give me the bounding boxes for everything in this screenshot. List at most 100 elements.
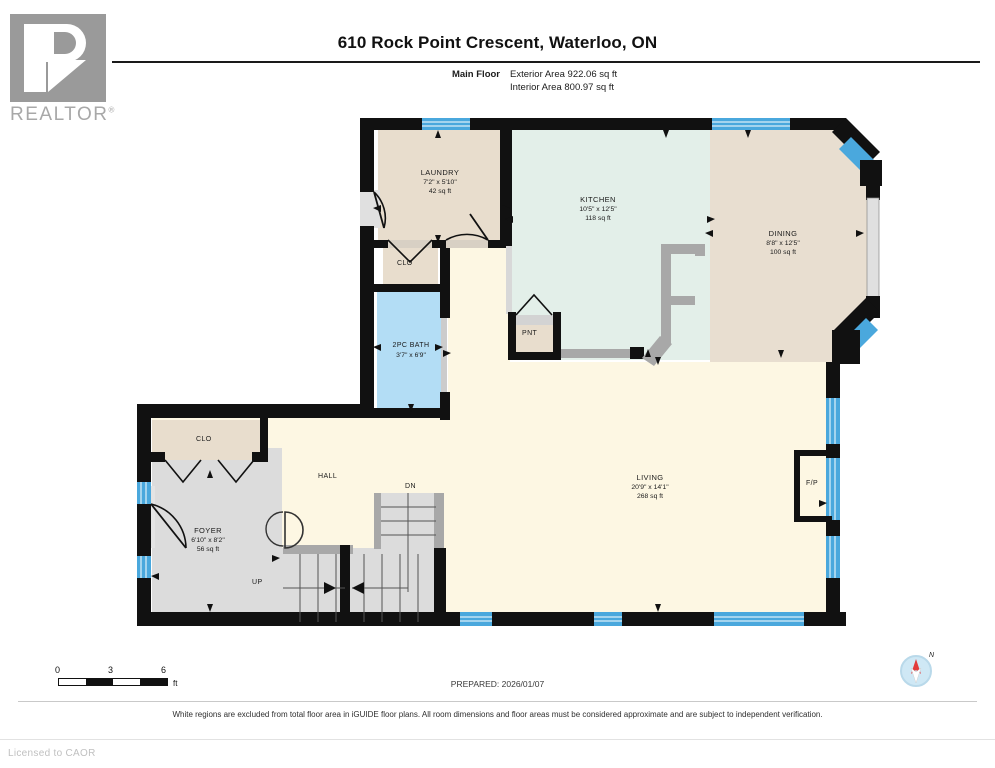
wall-bottom-2 — [492, 612, 594, 626]
room-fill-closet-upper — [383, 248, 438, 288]
scale-tick-6: 6 — [161, 665, 167, 675]
wall-stair-dn-left — [374, 493, 381, 549]
compass-north-label: N — [929, 652, 935, 659]
label-stair-down: DN — [405, 483, 416, 490]
scale-bar — [58, 678, 168, 686]
window-left-1 — [137, 482, 151, 504]
scale-unit-label: ft — [173, 679, 178, 688]
stair-rail-curve-up — [284, 511, 304, 549]
interior-area-value: Interior Area 800.97 sq ft — [510, 82, 615, 93]
door-swing-laundry-east — [445, 233, 489, 241]
door-swing-closet-upper — [387, 239, 433, 264]
scale-tick-0: 0 — [55, 665, 61, 675]
page-title: 610 Rock Point Crescent, Waterloo, ON — [337, 33, 658, 52]
wall-right-upper — [826, 362, 840, 398]
arrow-foyer-n — [207, 470, 213, 478]
compass-icon — [900, 655, 932, 687]
wall-closet-foyer-east — [260, 418, 268, 460]
arrow-dining-w — [705, 230, 713, 237]
arrow-hall-e — [272, 555, 280, 562]
arrow-living-e — [819, 500, 827, 507]
wall-dining-bay-ne-corner — [860, 160, 882, 186]
label-closet-upper: CLO — [397, 260, 413, 267]
window-bottom-3 — [714, 612, 804, 626]
wall-bath-bottom — [360, 408, 450, 418]
arrow-kitchen-n — [663, 130, 669, 138]
door-leaf-entry — [150, 503, 187, 549]
arrow-dining-s — [778, 350, 784, 358]
wall-bottom-4 — [804, 612, 846, 626]
door-swing-laundry-west — [373, 191, 387, 229]
label-stair-up: UP — [252, 579, 263, 586]
door-swing-closet-foyer-r — [217, 459, 255, 484]
fireplace-wall-top — [794, 450, 832, 456]
license-text: Licensed to CAOR — [8, 748, 96, 759]
realtor-logo: REALTOR® — [10, 14, 118, 126]
wall-foyer-top — [137, 404, 374, 418]
wall-left-foyer-top — [137, 404, 151, 482]
label-hall: HALL — [318, 473, 338, 480]
area-row-exterior: Main Floor Exterior Area 922.06 sq ft — [420, 68, 840, 81]
wall-laundry-bottom-2 — [432, 240, 446, 248]
wall-top-mid — [470, 118, 712, 130]
label-fireplace: F/P — [806, 480, 819, 487]
pantry-shelf — [515, 315, 555, 325]
room-fill-foyer — [152, 448, 282, 620]
wall-bottom-3 — [622, 612, 714, 626]
arrow-kitchen-s2 — [645, 349, 651, 357]
fireplace-wall-left — [794, 450, 800, 522]
wall-dining-south-corner — [832, 330, 860, 364]
arrow-stair-e — [443, 350, 451, 357]
registered-mark: ® — [108, 105, 116, 115]
wall-bath-east — [440, 248, 450, 318]
header-divider — [112, 61, 980, 63]
window-top-dining — [712, 118, 790, 130]
kitchen-counter-top — [661, 244, 705, 254]
wall-dining-east — [866, 180, 880, 200]
arrow-laundry-w — [373, 205, 381, 212]
stair-rail-curve-up2 — [265, 511, 284, 547]
wall-left-foyer-mid — [137, 504, 151, 556]
wall-pantry-right — [553, 312, 561, 358]
stair-arrow-down — [352, 582, 364, 594]
window-top-laundry — [422, 118, 470, 130]
room-fill-closet-foyer — [152, 420, 266, 460]
wall-left-laundry — [360, 118, 374, 192]
window-right-1 — [826, 398, 840, 444]
wall-closet-foyer-bottom-l — [151, 452, 165, 462]
arrow-kitchen-e — [707, 216, 715, 223]
wall-laundry-door-header2 — [446, 240, 488, 248]
wall-laundry-bottom — [374, 240, 388, 248]
wall-right-mid2 — [826, 520, 840, 536]
window-bottom-1 — [460, 612, 492, 626]
arrow-kitchen-w — [505, 216, 513, 223]
area-summary: Main Floor Exterior Area 922.06 sq ft In… — [420, 68, 840, 94]
room-fill-bath — [377, 290, 442, 412]
window-right-3 — [826, 536, 840, 578]
stair-treads-dn-upper — [381, 493, 436, 549]
realtor-wordmark: REALTOR® — [10, 104, 116, 126]
area-row-interior: Interior Area 800.97 sq ft — [420, 81, 840, 94]
disclaimer-divider — [18, 701, 977, 702]
wall-right-lower — [826, 578, 840, 622]
arrow-bath-s — [408, 404, 414, 412]
wall-pantry-bottom — [508, 352, 561, 360]
stair-arrow-up — [324, 582, 336, 594]
door-swing-entry — [150, 503, 187, 549]
wall-bath-east-lower — [440, 392, 450, 420]
arrow-foyer-s — [207, 604, 213, 612]
kitchen-counter-corner — [630, 347, 644, 359]
exterior-area-value: Exterior Area 922.06 sq ft — [510, 69, 618, 80]
wall-stair-between — [340, 545, 350, 623]
arrow-living-s — [655, 604, 661, 612]
kitchen-counter-mid — [661, 296, 695, 305]
floor-label: Main Floor — [451, 69, 500, 80]
stair-landing-up — [277, 548, 345, 622]
window-left-2 — [137, 556, 151, 578]
wall-pantry-left — [508, 312, 516, 358]
wall-laundry-kitchen — [500, 128, 512, 246]
door-dining-east — [866, 197, 880, 299]
view-arrows — [151, 130, 864, 612]
door-leaf-laundry-east — [469, 213, 489, 241]
